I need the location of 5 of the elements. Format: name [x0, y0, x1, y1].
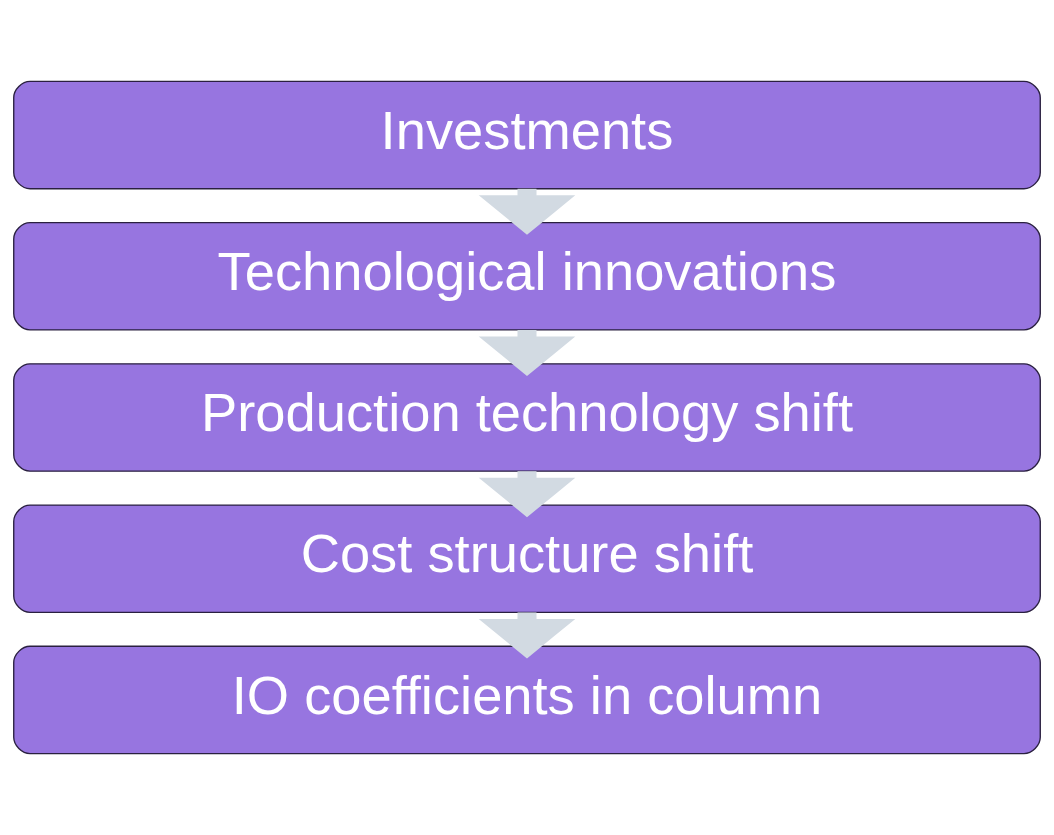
node-box: Cost structure shift [13, 504, 1041, 614]
node-box: Investments [13, 80, 1041, 190]
node-box: IO coefficients in column [13, 645, 1041, 755]
node-box: Production technology shift [13, 363, 1041, 472]
node-box: Technological innovations [13, 221, 1041, 331]
